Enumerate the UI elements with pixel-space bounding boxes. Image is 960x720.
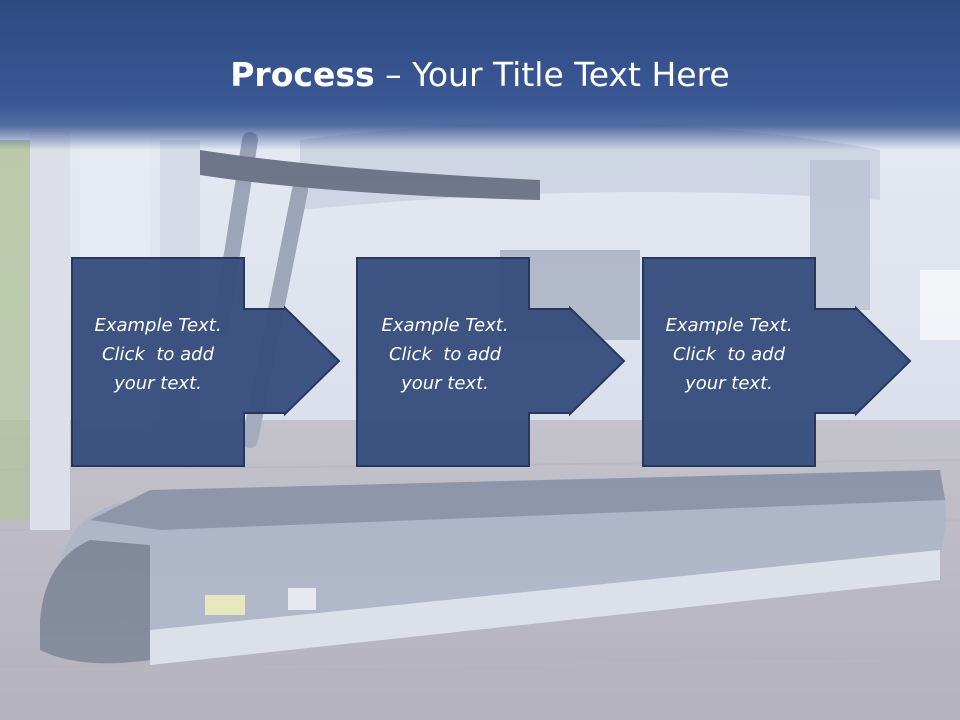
step-3-line-1: Example Text. [665, 315, 793, 336]
step-1-line-2: Click to add [101, 344, 214, 365]
header-band [0, 0, 960, 150]
step-1-arrow[interactable] [71, 257, 341, 467]
step-3-line-3: your text. [685, 373, 773, 394]
title-rest: – Your Title Text Here [374, 55, 730, 94]
step-3-line-2: Click to add [672, 344, 785, 365]
step-3-text[interactable]: Example Text. Click to add your text. [643, 311, 815, 398]
step-2-arrow[interactable] [356, 257, 626, 467]
step-1-line-1: Example Text. [94, 315, 222, 336]
step-2-line-3: your text. [401, 373, 489, 394]
step-2-text[interactable]: Example Text. Click to add your text. [359, 311, 531, 398]
step-3-arrow[interactable] [642, 257, 912, 467]
title-bold: Process [230, 55, 375, 94]
step-2-line-1: Example Text. [381, 315, 509, 336]
step-2-line-2: Click to add [388, 344, 501, 365]
step-1-text[interactable]: Example Text. Click to add your text. [72, 311, 244, 398]
step-1-line-3: your text. [114, 373, 202, 394]
slide-title[interactable]: Process – Your Title Text Here [0, 52, 960, 98]
